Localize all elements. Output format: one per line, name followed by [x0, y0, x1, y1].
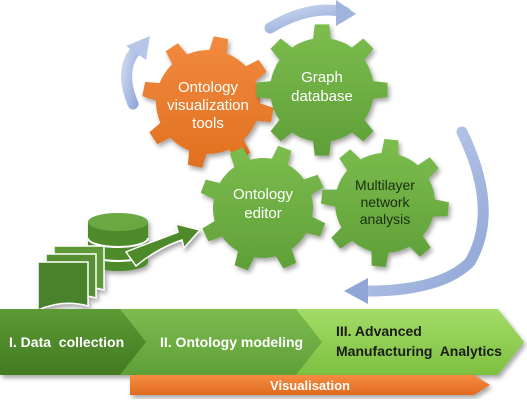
stage-bar: I. Data collection II. Ontology modeling… [0, 309, 524, 375]
visualisation-bar-shape [130, 375, 490, 395]
stage-2-shape [120, 309, 322, 375]
cycle-arrow-left [121, 42, 144, 110]
gear-icon [321, 139, 449, 267]
export-arrow-icon [124, 222, 202, 268]
stage-1-label: I. Data collection [9, 334, 124, 350]
stage-3-shape [296, 309, 524, 375]
gear-icon [256, 24, 388, 156]
visualisation-label: Visualisation [270, 378, 350, 393]
cycle-arrow-right-head [344, 278, 368, 304]
data-source-icon [37, 213, 202, 312]
stage-2-label: II. Ontology modeling [160, 334, 303, 350]
stage-1-shape [0, 309, 146, 375]
cycle-arrow-top-head [336, 0, 356, 26]
cycle-arrows [121, 0, 489, 304]
documents-icon [37, 245, 105, 312]
gear-icon [200, 145, 326, 271]
cycle-arrow-right [356, 126, 489, 297]
gear-icon [142, 36, 274, 168]
visualisation-bar: Visualisation [130, 375, 490, 395]
cycle-arrow-left-head [126, 36, 150, 60]
cycle-arrow-top [264, 4, 351, 34]
